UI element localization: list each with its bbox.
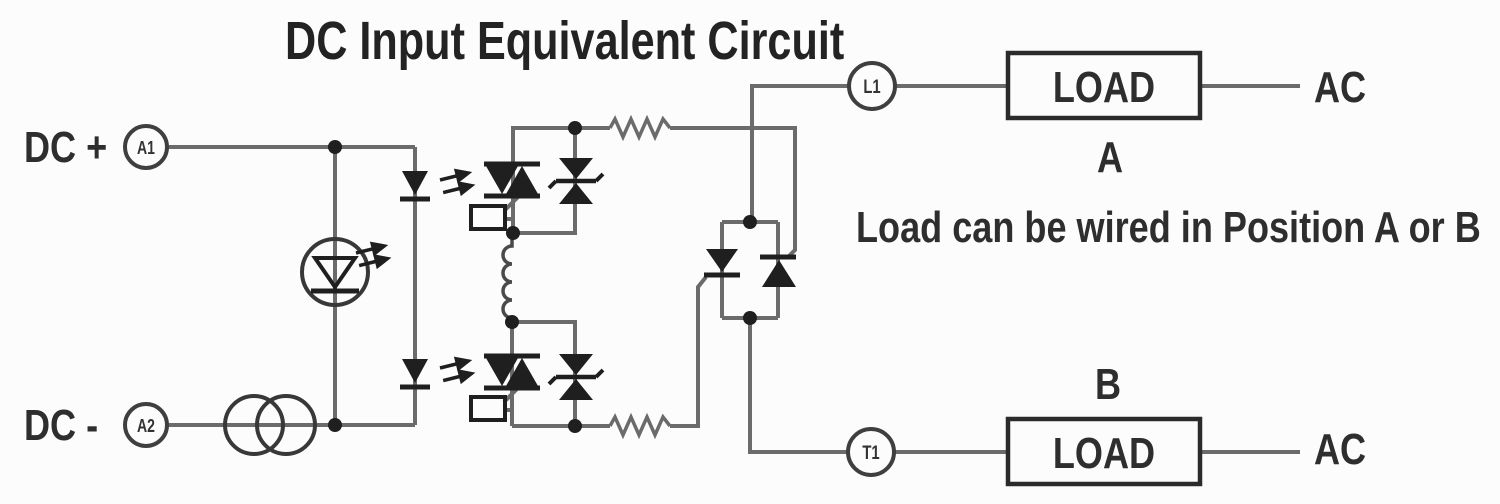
transil-bottom-icon: [547, 354, 605, 400]
terminal-a2-icon: [123, 402, 169, 448]
junction-dots: [328, 121, 757, 433]
current-limiter-icon: [223, 394, 317, 456]
ac-top-label: AC: [1314, 63, 1367, 112]
gate-resistor-bottom-icon: [469, 395, 507, 422]
output-scr-left-icon: [704, 249, 740, 278]
resistor-top-icon: [608, 114, 672, 142]
indicator-led-icon: [300, 237, 392, 307]
terminal-a1-label: A1: [137, 138, 155, 158]
wires: [167, 84, 1300, 454]
light-arrows-top-icon: [439, 168, 476, 197]
phototriac-bottom-icon: [484, 353, 540, 391]
position-a-label: A: [1096, 133, 1124, 182]
ac-bottom-label: AC: [1314, 425, 1367, 474]
dc-minus-label: DC -: [24, 401, 99, 450]
gate-resistor-top-icon: [469, 204, 507, 231]
phototriac-top-icon: [484, 161, 540, 199]
load-a-label: LOAD: [1052, 63, 1156, 112]
load-b-label: LOAD: [1052, 429, 1156, 478]
inductor-icon: [501, 236, 514, 326]
diagram-title: DC Input Equivalent Circuit: [285, 11, 845, 71]
load-b-box: [1005, 416, 1203, 487]
load-a-box: [1005, 50, 1203, 121]
output-scr-right-icon: [760, 254, 796, 287]
note-text: Load can be wired in Position A or B: [856, 203, 1481, 252]
terminal-t1-label: T1: [862, 443, 880, 464]
opto-led-bottom-icon: [400, 359, 430, 390]
terminal-a1-icon: [123, 124, 169, 170]
terminal-l1-label: L1: [863, 77, 881, 98]
opto-led-top-icon: [400, 171, 430, 202]
position-b-label: B: [1094, 360, 1122, 409]
dc-plus-label: DC +: [24, 123, 108, 172]
light-arrows-bottom-icon: [439, 356, 476, 385]
terminal-l1-icon: [847, 61, 897, 111]
transil-top-icon: [547, 158, 605, 204]
terminal-a2-label: A2: [137, 416, 155, 436]
resistor-bottom-icon: [608, 412, 672, 440]
terminal-t1-icon: [846, 427, 896, 477]
